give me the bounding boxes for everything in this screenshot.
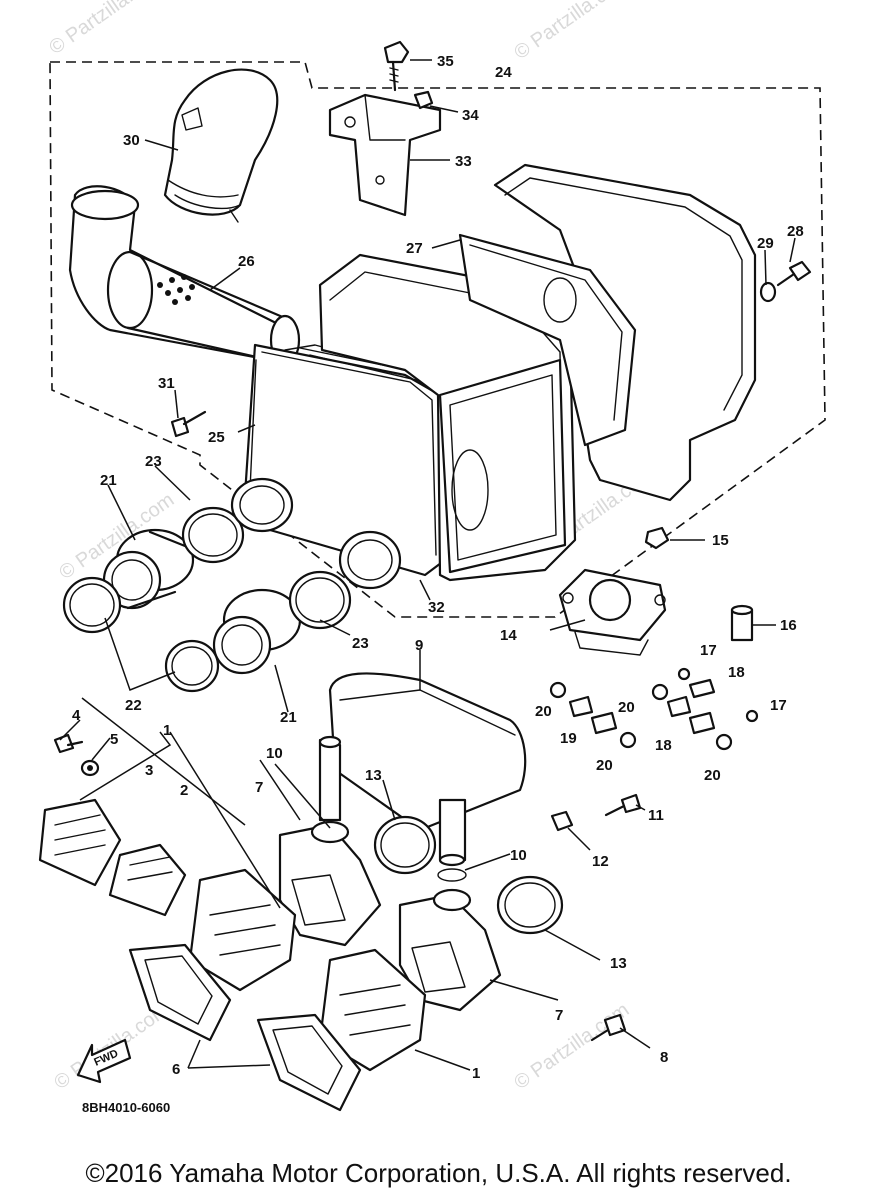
airbox-outlets [230, 477, 402, 590]
callout-21: 21 [100, 472, 117, 489]
copyright-footer: ©2016 Yamaha Motor Corporation, U.S.A. A… [85, 1158, 792, 1188]
callout-24: 24 [495, 64, 512, 81]
drawing-code: 8BH4010-6060 [82, 1100, 170, 1115]
hoses-and-clips [549, 667, 759, 751]
part-34-nut [413, 90, 434, 110]
callout-18: 18 [728, 664, 745, 681]
callout-13: 13 [365, 767, 382, 784]
callout-6: 6 [172, 1061, 180, 1078]
part-11-bolt [604, 793, 642, 817]
callout-25: 25 [208, 429, 225, 446]
part-12-nut [550, 810, 574, 832]
part-7-housings [278, 820, 502, 1012]
part-4-bolt [53, 733, 84, 754]
watermark: © Partzilla.com [510, 0, 633, 64]
callout-21: 21 [280, 709, 297, 726]
part-23-clamps [181, 506, 352, 630]
watermark: © Partzilla.com [45, 0, 168, 59]
callout-labels: 1 1 2 3 4 5 6 7 7 8 9 10 10 11 12 13 13 … [72, 53, 804, 1082]
callout-26: 26 [238, 253, 255, 270]
part-16-sleeve [730, 604, 754, 642]
part-8-bolt [590, 1013, 627, 1042]
fwd-arrow-icon: FWD [76, 1038, 132, 1084]
callout-17: 17 [770, 697, 787, 714]
callout-18: 18 [655, 737, 672, 754]
part-15-nut [644, 526, 670, 550]
callout-8: 8 [660, 1049, 668, 1066]
part-27-airbox-case [318, 253, 577, 582]
part-9-silencer [318, 672, 527, 867]
callout-35: 35 [437, 53, 454, 70]
callout-28: 28 [787, 223, 804, 240]
callout-20: 20 [704, 767, 721, 784]
callout-34: 34 [462, 107, 479, 124]
part-33-bracket [328, 93, 442, 217]
part-22-clamps [62, 576, 220, 693]
callout-9: 9 [415, 637, 423, 654]
callout-10: 10 [266, 745, 283, 762]
callout-20: 20 [535, 703, 552, 720]
part-2-stopper [108, 843, 187, 917]
vent-holes [157, 274, 195, 305]
callout-19: 19 [560, 730, 577, 747]
callout-5: 5 [110, 731, 118, 748]
callout-4: 4 [72, 707, 81, 724]
part-28-bolt [776, 260, 812, 287]
callout-7: 7 [555, 1007, 563, 1024]
part-6-gaskets [128, 943, 362, 1112]
callout-11: 11 [648, 807, 664, 824]
callout-14: 14 [500, 627, 517, 644]
callout-23: 23 [352, 635, 369, 652]
callout-12: 12 [592, 853, 609, 870]
part-21-joint-lower [212, 588, 302, 675]
part-26-intake-tube [68, 185, 301, 366]
part-3-reed [38, 798, 122, 887]
callout-1: 1 [163, 722, 171, 739]
callout-3: 3 [145, 762, 153, 779]
part-14-bracket [558, 568, 667, 656]
part-13-clamps [373, 815, 564, 935]
callout-32: 32 [428, 599, 445, 616]
callout-20: 20 [596, 757, 613, 774]
callout-20: 20 [618, 699, 635, 716]
callout-30: 30 [123, 132, 140, 149]
part-5-washer [80, 759, 100, 777]
callout-2: 2 [180, 782, 188, 799]
callout-27: 27 [406, 240, 423, 257]
callout-29: 29 [757, 235, 774, 252]
callout-33: 33 [455, 153, 472, 170]
part-30-duct-elbow [163, 68, 279, 223]
part-27-rear-housing [458, 163, 757, 502]
callout-31: 31 [158, 375, 175, 392]
callout-7: 7 [255, 779, 263, 796]
callout-22: 22 [125, 697, 142, 714]
callout-16: 16 [780, 617, 797, 634]
callout-1: 1 [472, 1065, 480, 1082]
watermark: © Partzilla.com [510, 999, 633, 1094]
callout-13: 13 [610, 955, 627, 972]
callout-15: 15 [712, 532, 729, 549]
callout-17: 17 [700, 642, 717, 659]
part-35-bolt [383, 40, 410, 92]
assembly-boundary [49, 61, 826, 618]
callout-23: 23 [145, 453, 162, 470]
callout-10: 10 [510, 847, 527, 864]
part-29-washer [759, 281, 777, 303]
part-1-reed-valves [188, 868, 427, 1072]
leader-lines [59, 59, 796, 1071]
part-31-bolt [170, 410, 207, 438]
